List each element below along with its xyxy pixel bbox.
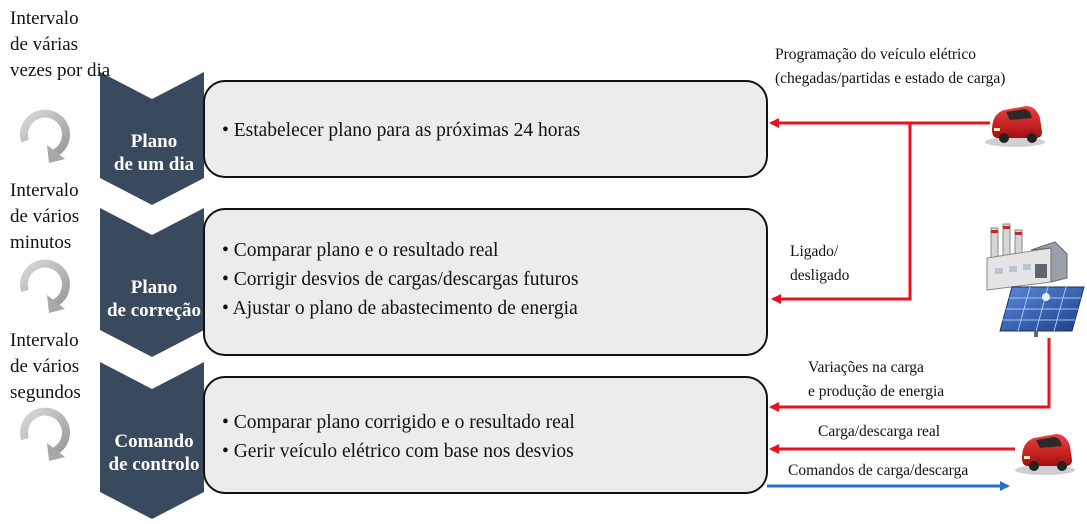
note-charge-commands: Comandos de carga/descarga bbox=[788, 462, 969, 479]
factory-icon bbox=[986, 223, 1068, 291]
cycle-icon bbox=[20, 259, 70, 313]
solar-panel-icon bbox=[999, 286, 1085, 337]
stage-label-plano-um-dia: Plano de um dia bbox=[113, 131, 195, 175]
interval-label-dia: Intervalo de várias vezes por dia bbox=[10, 8, 111, 81]
note-ev-schedule: Programação do veículo elétrico (chegada… bbox=[775, 46, 1006, 87]
interval-label-minutos: Intervalo de vários minutos bbox=[10, 180, 80, 253]
bullets-comando-controlo: • Comparar plano corrigido e o resultado… bbox=[222, 408, 575, 466]
stage-label-plano-correcao: Plano de correção bbox=[106, 277, 202, 321]
bullet-item: • Corrigir desvios de cargas/descargas f… bbox=[222, 269, 579, 290]
arrow-variations bbox=[769, 338, 1051, 412]
stage-label-comando-controlo: Comando de controlo bbox=[108, 431, 200, 475]
box-comando-controlo bbox=[203, 376, 768, 494]
branch-onoff bbox=[771, 123, 912, 304]
bullet-item: • Ajustar o plano de abastecimento de en… bbox=[222, 298, 578, 319]
note-load-variations: Variações na carga e produção de energia bbox=[808, 359, 945, 400]
cycle-icon bbox=[20, 109, 70, 163]
bullets-plano-um-dia: • Estabelecer plano para as próximas 24 … bbox=[222, 116, 580, 145]
interval-label-segundos: Intervalo de vários segundos bbox=[10, 330, 81, 403]
chevron-plano-correcao bbox=[100, 208, 204, 357]
bullet-item: • Comparar plano corrigido e o resultado… bbox=[222, 412, 575, 433]
bullet-item: • Estabelecer plano para as próximas 24 … bbox=[222, 120, 581, 141]
chevron-plano-um-dia bbox=[100, 72, 204, 205]
note-actual-charge: Carga/descarga real bbox=[818, 423, 941, 440]
bullet-item: • Comparar plano e o resultado real bbox=[222, 240, 499, 261]
car-icon bbox=[985, 106, 1045, 147]
cycle-icon bbox=[20, 407, 70, 461]
bullet-item: • Gerir veículo elétrico com base nos de… bbox=[222, 441, 574, 462]
note-on-off: Ligado/ desligado bbox=[790, 243, 850, 284]
car-icon bbox=[1015, 434, 1075, 475]
box-plano-correcao bbox=[203, 208, 768, 356]
chevron-comando-controlo bbox=[100, 362, 204, 519]
box-plano-um-dia bbox=[203, 80, 768, 178]
bullets-plano-correcao: • Comparar plano e o resultado real • Co… bbox=[222, 236, 578, 323]
